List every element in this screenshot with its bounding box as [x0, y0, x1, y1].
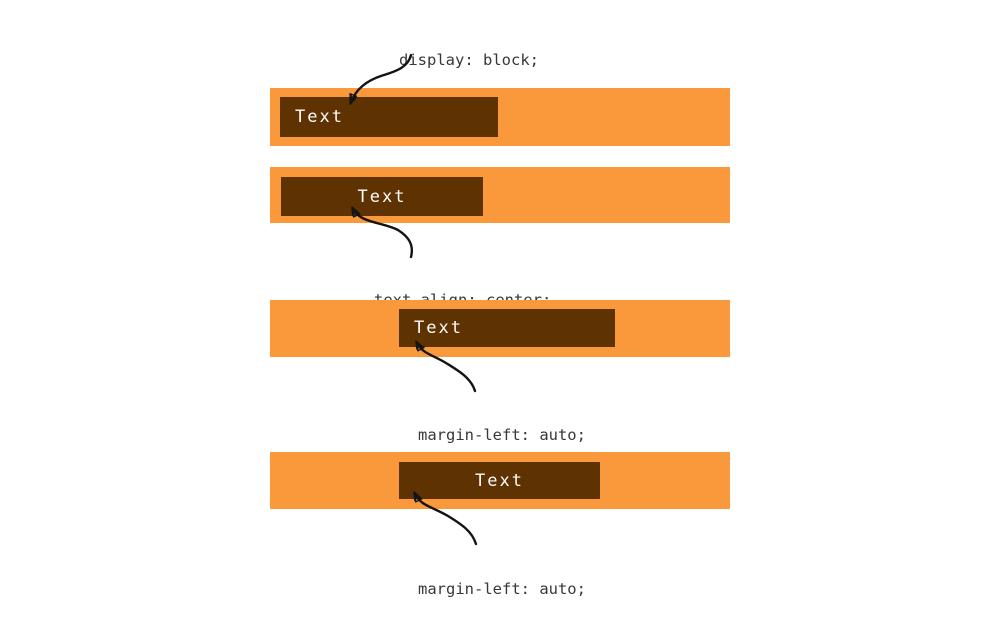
text-block-3: Text: [399, 309, 615, 347]
text-block-label: Text: [357, 186, 407, 207]
container-bar-3: Text: [270, 300, 730, 357]
container-bar-2: Text: [270, 167, 730, 223]
annotation-line: margin-left: auto;: [418, 580, 586, 598]
text-block-label: Text: [295, 107, 344, 127]
text-block-label: Text: [475, 470, 524, 491]
text-block-label: Text: [414, 318, 463, 338]
annotation-line: margin-left: auto;: [418, 426, 586, 444]
annotation-line: display: block;: [399, 51, 539, 69]
text-block-1: Text: [280, 97, 498, 137]
annotation-margin-auto-text-align: margin-left: auto; margin-right: auto; t…: [418, 544, 595, 618]
container-bar-4: Text: [270, 452, 730, 509]
text-block-4: Text: [399, 462, 600, 499]
text-block-2: Text: [281, 177, 483, 216]
container-bar-1: Text: [270, 88, 730, 146]
